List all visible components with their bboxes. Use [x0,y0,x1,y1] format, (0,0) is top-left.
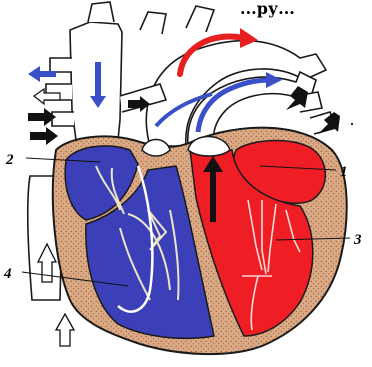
caption-fragment: ...ру... [240,0,295,18]
label-2: 2 [5,152,14,168]
white-up-arrow-icon [56,314,74,346]
speck [351,123,353,125]
label-3: 3 [353,232,362,248]
speck [41,261,43,263]
svc-branch [50,58,72,72]
svc-branch [52,112,74,126]
label-4: 4 [3,266,12,282]
vessel-stub [140,12,166,34]
vessel-stub [186,6,214,32]
vessel-stub [88,2,114,22]
label-1: 1 [340,164,348,180]
black-right-arrow-icon [30,127,58,145]
